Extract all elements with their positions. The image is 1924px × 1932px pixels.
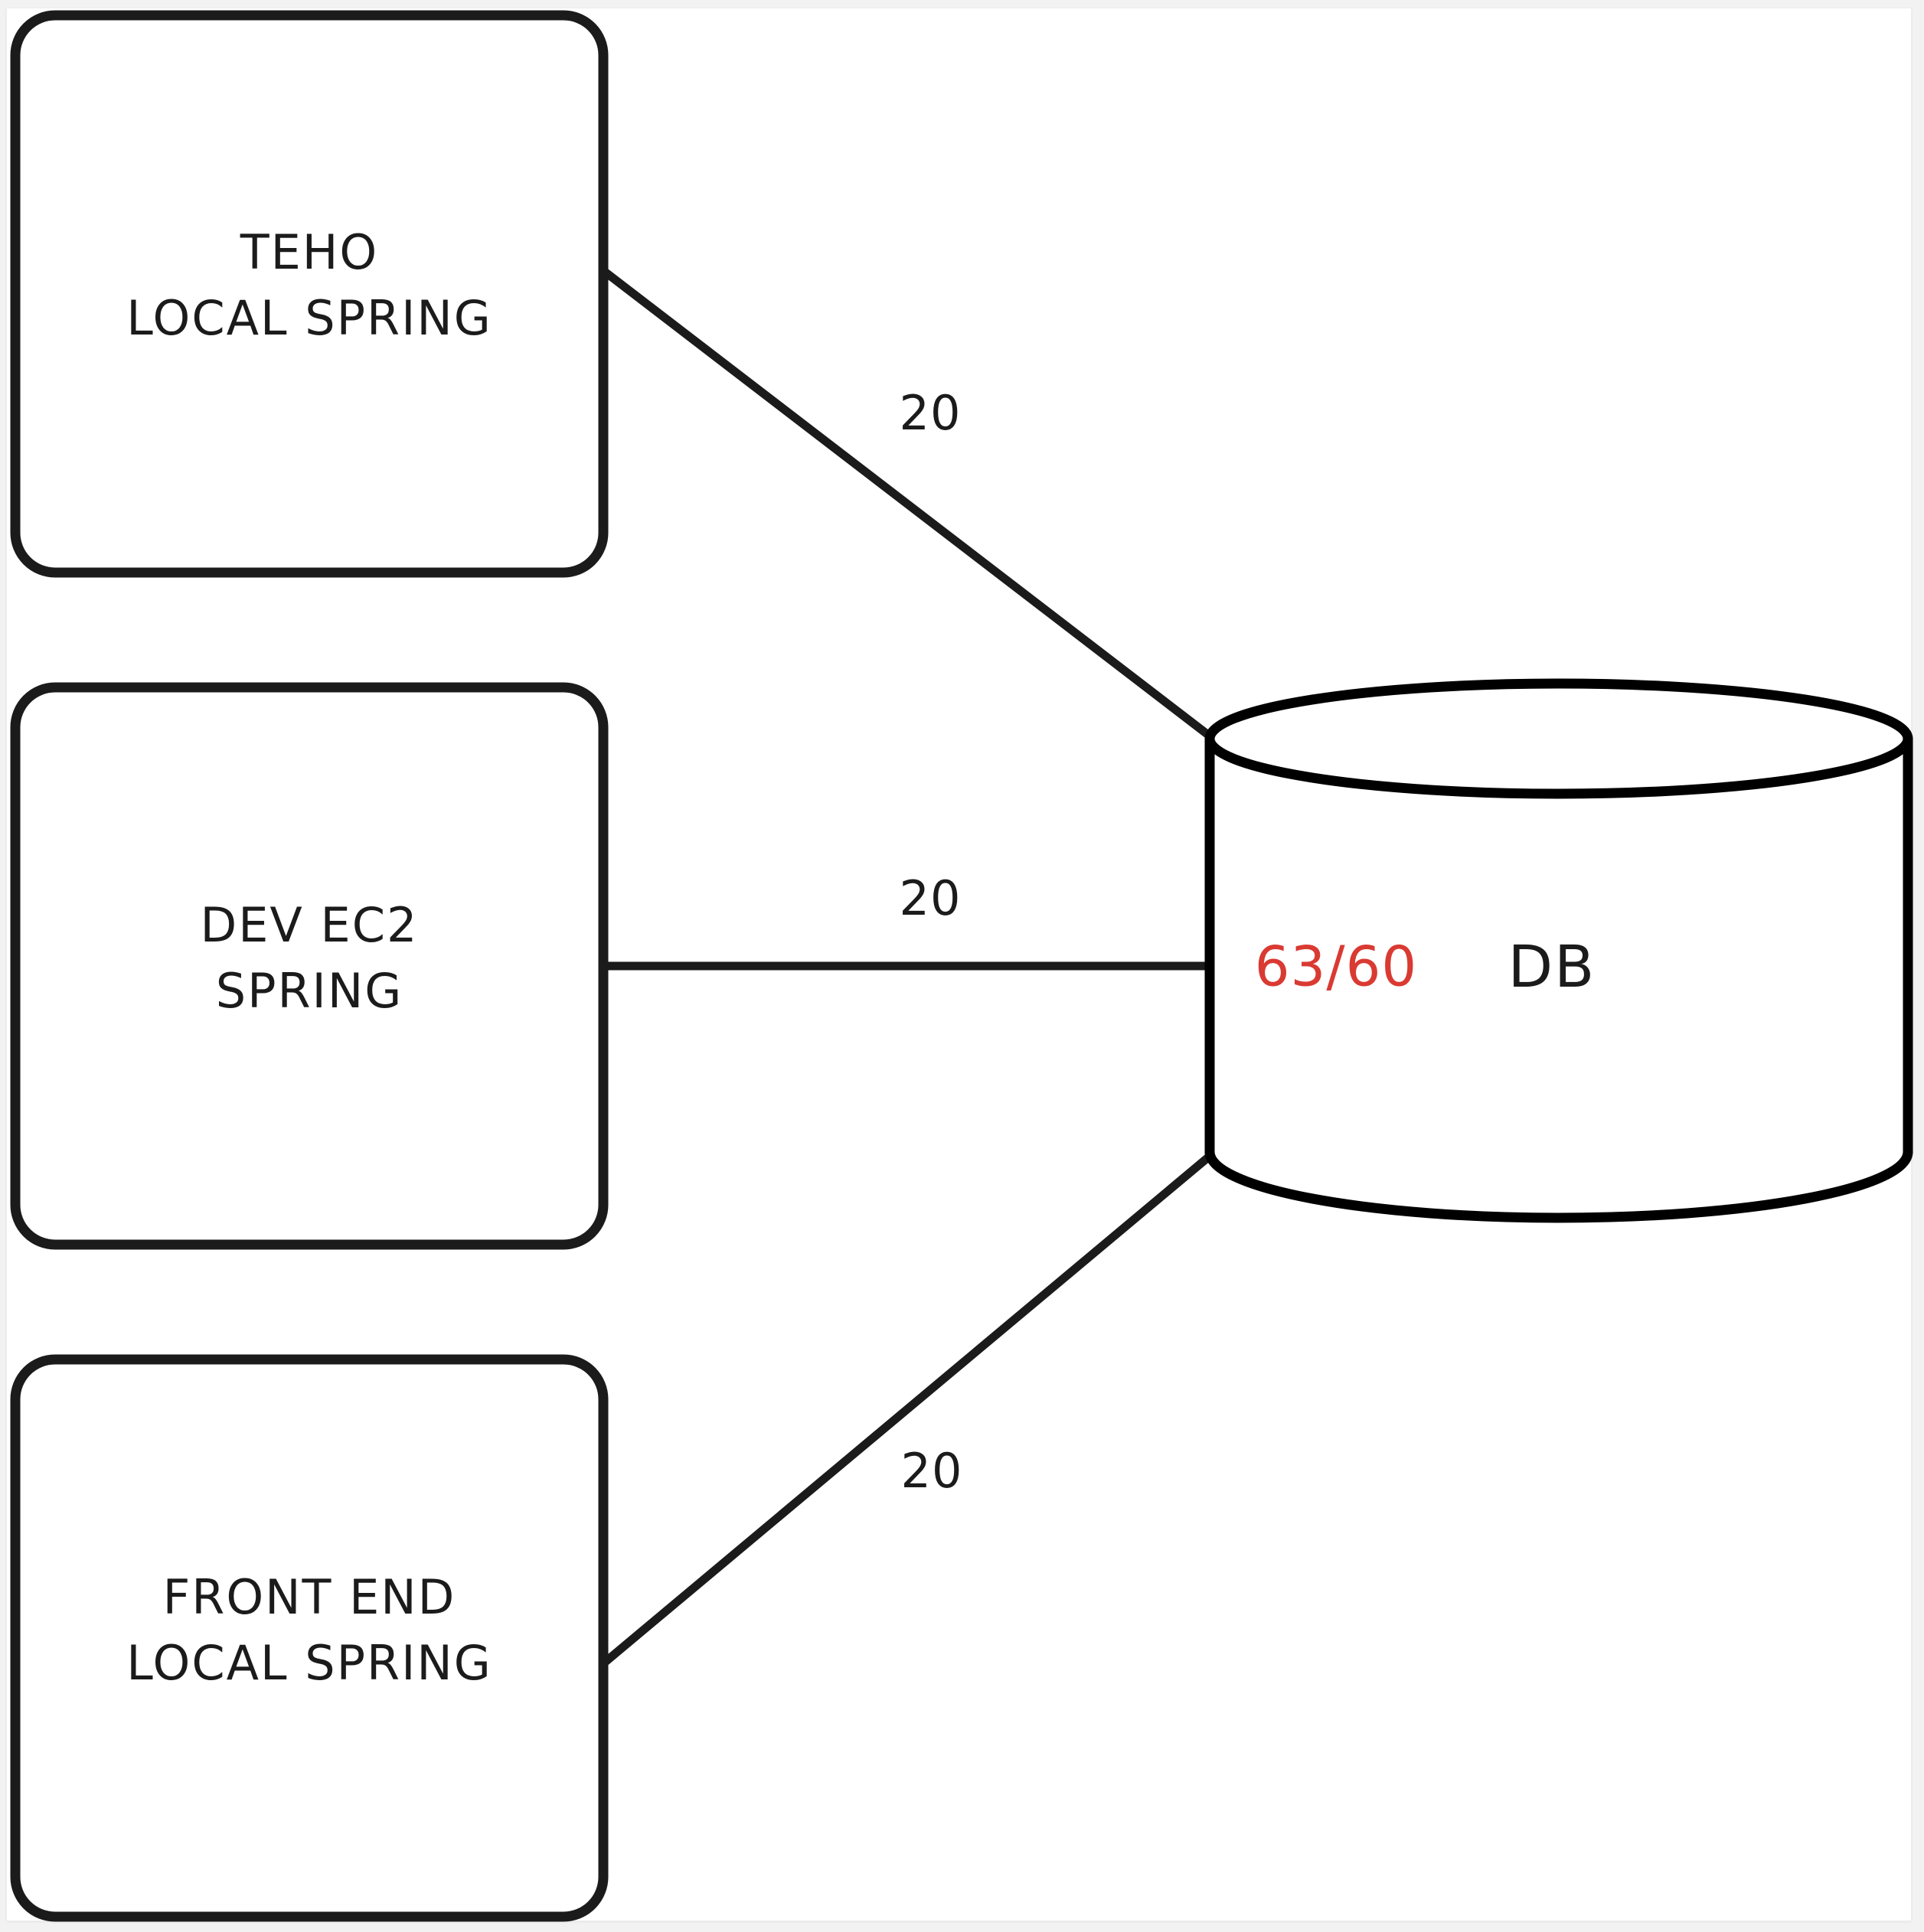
node-front-end-local-spring-line2: LOCAL SPRING <box>126 1635 492 1691</box>
node-dev-ec2-spring-line1: DEV EC2 <box>201 897 419 953</box>
node-dev-ec2-spring-box[interactable] <box>10 682 609 1250</box>
edge-label-teho-to-db: 20 <box>900 385 962 441</box>
node-teho-local-spring[interactable]: TEHO LOCAL SPRING <box>10 10 609 578</box>
node-dev-ec2-spring[interactable]: DEV EC2 SPRING <box>10 682 609 1250</box>
edge-teho-to-db <box>597 265 1213 739</box>
node-front-end-local-spring-line1: FRONT END <box>163 1569 456 1625</box>
node-teho-local-spring-line1: TEHO <box>240 224 378 280</box>
db-cylinder-top-ellipse <box>1204 678 1913 799</box>
edge-label-front-end-to-db: 20 <box>901 1443 963 1499</box>
edge-group <box>597 265 1216 1669</box>
db-label: DB <box>1508 932 1596 1000</box>
db-cylinder-top-fill <box>1210 684 1908 794</box>
node-teho-local-spring-box[interactable] <box>10 10 609 578</box>
node-front-end-local-spring-box[interactable] <box>10 1354 609 1922</box>
node-db-cylinder[interactable]: 63/60 DB <box>1204 678 1913 1223</box>
db-cylinder-bottom-arc <box>1204 1147 1913 1223</box>
node-dev-ec2-spring-line2: SPRING <box>216 963 403 1019</box>
node-teho-local-spring-line2: LOCAL SPRING <box>126 290 492 346</box>
db-cylinder-body-fill <box>1210 739 1908 1218</box>
db-connection-count: 63/60 <box>1255 935 1418 999</box>
edge-label-dev-ec2-to-db: 20 <box>900 870 962 926</box>
edge-label-group: 20 20 20 <box>900 385 963 1499</box>
node-front-end-local-spring[interactable]: FRONT END LOCAL SPRING <box>10 1354 609 1922</box>
edge-front-end-to-db <box>597 1153 1213 1669</box>
